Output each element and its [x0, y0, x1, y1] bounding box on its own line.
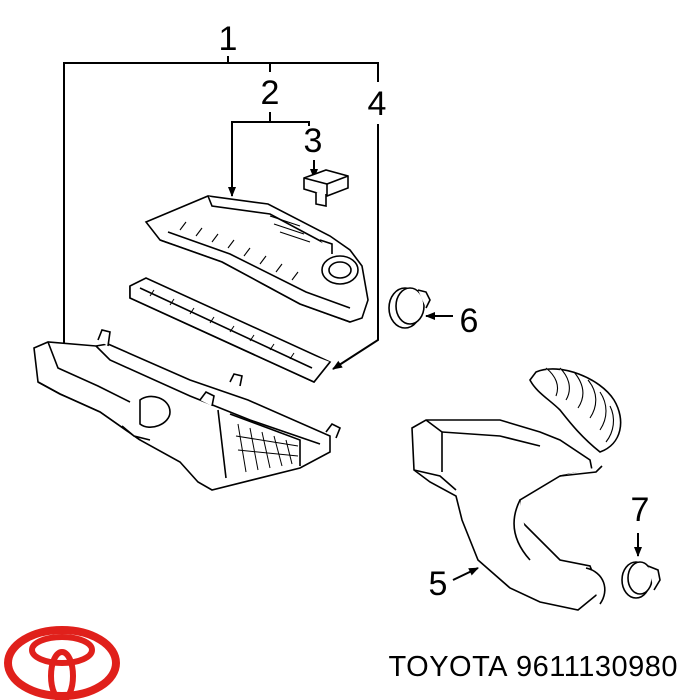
part-number: 9611130980 [516, 651, 678, 683]
callout-3: 3 [304, 122, 323, 160]
leader-4 [332, 124, 379, 370]
part-3-sensor [304, 170, 348, 206]
part-1-cleaner-case [34, 330, 340, 490]
leader-5 [452, 567, 479, 581]
part-4-filter-element [130, 278, 330, 382]
callout-1: 1 [219, 20, 238, 58]
callout-4: 4 [368, 85, 387, 123]
callout-6: 6 [460, 302, 479, 340]
part-5-intake-hose [412, 368, 621, 610]
part-6-clamp [389, 288, 430, 328]
callout-7: 7 [631, 491, 650, 529]
leader-2 [231, 121, 310, 196]
callout-5: 5 [429, 565, 448, 603]
toyota-logo-icon [4, 626, 120, 700]
callout-2: 2 [261, 74, 280, 112]
part-2-cleaner-cap [146, 196, 368, 322]
part-7-clamp [622, 562, 660, 598]
leader-1 [60, 62, 379, 354]
leader-lines [60, 56, 642, 581]
brand-name: TOYOTA [388, 651, 509, 683]
